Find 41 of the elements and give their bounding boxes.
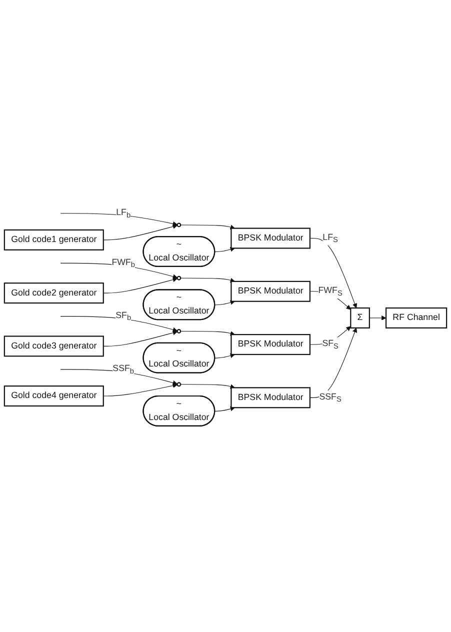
arrow [103,224,178,240]
node-circle [176,276,182,280]
arrow [214,247,236,252]
arrow [60,213,178,226]
arrow [369,316,386,320]
arrow [310,238,358,308]
node-box: Gold code1 generator [4,229,104,250]
arrow [103,277,178,294]
edge-label: SSF$_{b}$ [112,364,134,376]
node-box: BPSK Modulator [230,280,311,302]
node-circle [176,382,182,387]
node-box: Gold code2 generator [4,282,104,304]
node-box: BPSK Modulator [230,387,311,408]
node-box: RF Channel [385,307,448,328]
arrow [214,300,236,306]
node-box: Σ [350,307,370,328]
arrow [214,406,236,412]
arrow [180,224,236,230]
edge-label: LF$_{b}$ [116,208,131,219]
node-box: BPSK Modulator [230,334,311,356]
node-box: BPSK Modulator [230,228,311,249]
arrow [180,278,236,283]
arrow [60,369,178,386]
edge-label: SSF$_{S}$ [319,392,342,404]
arrow [103,330,178,346]
edge-label: SF$_{b}$ [116,310,132,322]
edge-label: SF$_{S}$ [322,338,338,350]
arrow [60,316,178,332]
node-circle [176,329,182,334]
node-box: Gold code3 generator [4,336,104,357]
arrow [180,384,236,389]
edge-label: FWF$_{S}$ [318,286,342,297]
arrow [180,330,236,336]
arrow [310,328,358,398]
arrow [214,353,236,358]
arrow [60,262,178,279]
edge-label: FWF$_{b}$ [112,258,135,269]
arrow [103,383,178,396]
edge-label: LF$_{S}$ [322,232,338,244]
node-circle [176,222,182,228]
node-box: Gold code4 generator [4,386,104,407]
